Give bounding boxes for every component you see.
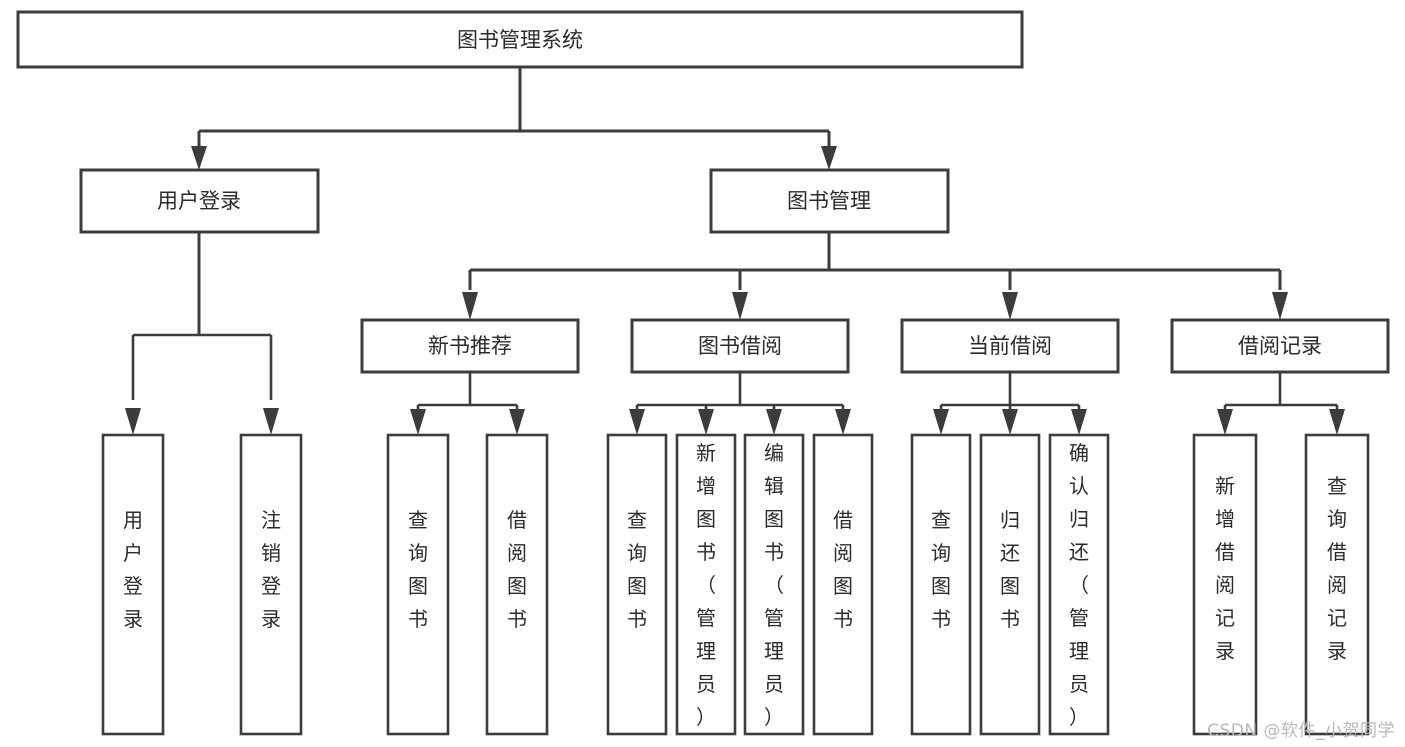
node-book-borrow[interactable]: 图书借阅 (630, 318, 850, 374)
leaf-query-book-3-label: 查询图书 (931, 508, 951, 631)
node-book-manage-label: 图书管理 (787, 189, 871, 213)
arrow-leaf-query-record (1329, 409, 1345, 435)
arrow-leaf-query-book-1 (410, 409, 426, 435)
leaf-query-book-1-box[interactable] (386, 433, 450, 736)
leaf-edit-book[interactable]: 编辑图书（管理员） (743, 433, 805, 736)
arrow-to-book-borrow (732, 292, 748, 320)
arrow-leaf-add-book (698, 409, 714, 435)
leaf-confirm-return[interactable]: 确认归还（管理员） (1048, 433, 1110, 736)
arrow-to-borrow-record (1272, 292, 1288, 320)
leaf-user-logout-box[interactable] (239, 433, 303, 736)
connector-layer (125, 67, 1345, 435)
leaf-add-book-box[interactable] (675, 433, 737, 736)
arrow-to-user-login (191, 146, 207, 170)
leaf-add-record[interactable]: 新增借阅记录 (1192, 433, 1258, 736)
node-user-login-box[interactable] (79, 168, 320, 234)
leaf-borrow-book-1-box[interactable] (485, 433, 549, 736)
arrow-leaf-return-book (1002, 409, 1018, 435)
node-book-borrow-box[interactable] (630, 318, 850, 374)
node-new-book-rec-box[interactable] (360, 318, 580, 374)
leaf-borrow-book-2-box[interactable] (812, 433, 874, 736)
leaf-query-book-1-label: 查询图书 (408, 508, 428, 631)
node-current-borrow-label: 当前借阅 (968, 334, 1052, 358)
leaf-query-book-1[interactable]: 查询图书 (386, 433, 450, 736)
arrow-to-new-book-rec (462, 292, 478, 320)
leaf-query-book-3[interactable]: 查询图书 (910, 433, 972, 736)
node-root-label: 图书管理系统 (457, 28, 583, 52)
node-book-borrow-label: 图书借阅 (698, 334, 782, 358)
leaf-borrow-book-1[interactable]: 借阅图书 (485, 433, 549, 736)
leaf-user-login-box[interactable] (101, 433, 165, 736)
node-borrow-record[interactable]: 借阅记录 (1170, 318, 1390, 374)
leaf-edit-book-label: 编辑图书（管理员） (764, 441, 784, 729)
leaf-user-login-label: 用户登录 (123, 508, 143, 631)
leaf-add-record-label: 新增借阅记录 (1215, 474, 1235, 663)
node-book-manage-box[interactable] (709, 168, 950, 234)
arrow-leaf-query-book-2 (629, 409, 645, 435)
leaf-user-logout[interactable]: 注销登录 (239, 433, 303, 736)
arrow-leaf-borrow-book-2 (835, 409, 851, 435)
leaf-query-book-3-box[interactable] (910, 433, 972, 736)
leaf-return-book-label: 归还图书 (1000, 508, 1020, 631)
leaf-user-login[interactable]: 用户登录 (101, 433, 165, 736)
arrow-leaf-borrow-book-1 (509, 409, 525, 435)
leaf-query-book-2-box[interactable] (606, 433, 668, 736)
leaf-add-book[interactable]: 新增图书（管理员） (675, 433, 737, 736)
node-current-borrow-box[interactable] (900, 318, 1120, 374)
node-root[interactable]: 图书管理系统 (16, 10, 1024, 69)
node-current-borrow[interactable]: 当前借阅 (900, 318, 1120, 374)
leaf-borrow-book-2[interactable]: 借阅图书 (812, 433, 874, 736)
arrow-to-book-manage (821, 146, 837, 170)
leaf-add-book-label: 新增图书（管理员） (696, 441, 716, 729)
leaf-query-record-box[interactable] (1304, 433, 1370, 736)
node-borrow-record-label: 借阅记录 (1238, 334, 1322, 358)
leaf-query-book-2[interactable]: 查询图书 (606, 433, 668, 736)
leaf-confirm-return-label: 确认归还（管理员） (1069, 441, 1089, 729)
arrow-leaf-user-logout (263, 408, 279, 435)
leaf-query-record[interactable]: 查询借阅记录 (1304, 433, 1370, 736)
arrow-leaf-query-book-3 (933, 409, 949, 435)
node-borrow-record-box[interactable] (1170, 318, 1390, 374)
leaf-borrow-book-2-label: 借阅图书 (833, 508, 853, 631)
leaf-return-book[interactable]: 归还图书 (979, 433, 1041, 736)
node-new-book-rec-label: 新书推荐 (428, 334, 512, 358)
arrow-leaf-user-login (125, 408, 141, 435)
arrow-to-current-borrow (1002, 292, 1018, 320)
leaf-borrow-book-1-label: 借阅图书 (507, 508, 527, 631)
node-user-login-label: 用户登录 (157, 189, 241, 213)
node-root-box[interactable] (16, 10, 1024, 69)
leaf-edit-book-box[interactable] (743, 433, 805, 736)
arrow-leaf-confirm-return (1071, 409, 1087, 435)
leaf-add-record-box[interactable] (1192, 433, 1258, 736)
node-book-manage[interactable]: 图书管理 (709, 168, 950, 234)
leaf-user-logout-label: 注销登录 (261, 508, 281, 631)
leaf-return-book-box[interactable] (979, 433, 1041, 736)
leaf-query-record-label: 查询借阅记录 (1327, 474, 1347, 663)
arrow-leaf-edit-book (766, 409, 782, 435)
arrow-leaf-add-record (1217, 409, 1233, 435)
leaf-query-book-2-label: 查询图书 (627, 508, 647, 631)
node-new-book-rec[interactable]: 新书推荐 (360, 318, 580, 374)
leaf-confirm-return-box[interactable] (1048, 433, 1110, 736)
node-user-login[interactable]: 用户登录 (79, 168, 320, 234)
